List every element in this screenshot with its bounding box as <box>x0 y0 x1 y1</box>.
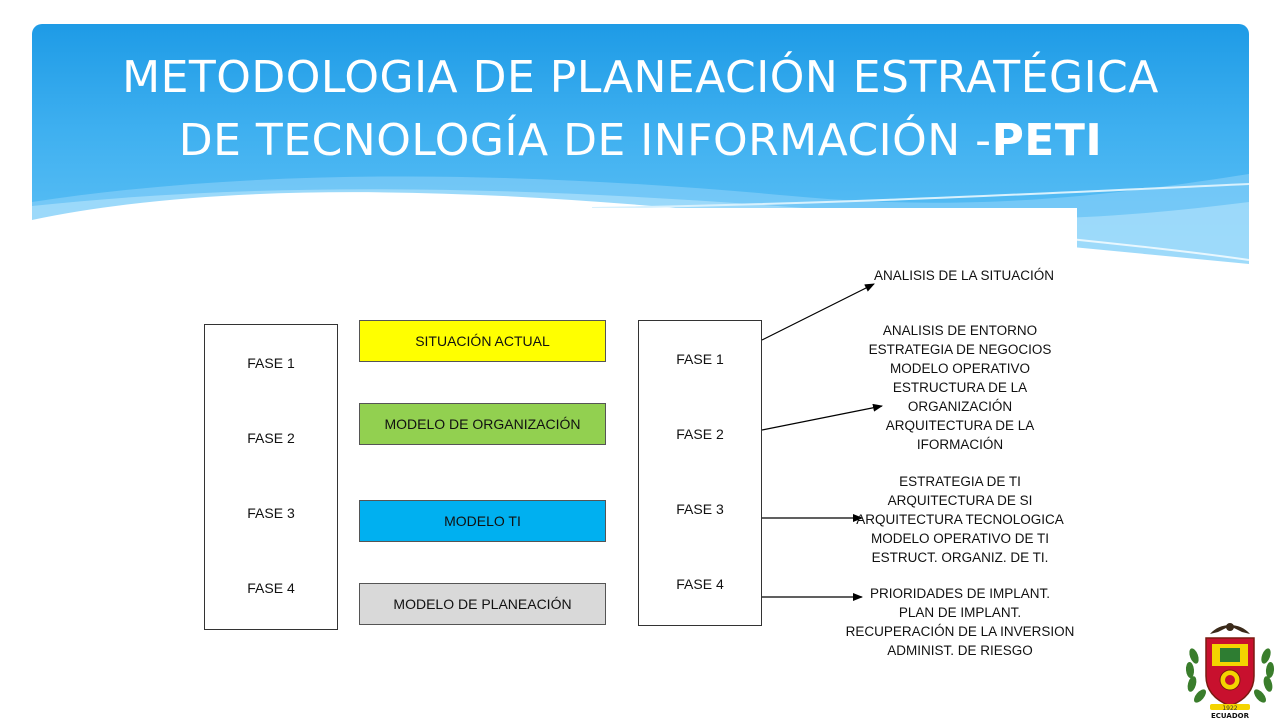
desc-line: ORGANIZACIÓN <box>907 399 1013 414</box>
desc-line: PRIORIDADES DE IMPLANT. <box>869 586 1051 601</box>
desc-line: ESTRATEGIA DE NEGOCIOS <box>868 342 1052 357</box>
title-line-2-text: DE TECNOLOGÍA DE INFORMACIÓN - <box>178 115 992 166</box>
model-label: MODELO DE PLANEACIÓN <box>393 596 572 612</box>
model-label: MODELO DE ORGANIZACIÓN <box>384 416 581 432</box>
model-planeacion: MODELO DE PLANEACIÓN <box>359 583 606 625</box>
desc-line: IFORMACIÓN <box>916 437 1004 452</box>
desc-fase3: ESTRATEGIA DE TI ARQUITECTURA DE SI ARQU… <box>844 472 1076 567</box>
arrow-fase2 <box>761 403 883 431</box>
emblem-year: 1922 <box>1222 705 1237 712</box>
desc-line: ANALISIS DE ENTORNO <box>882 323 1038 338</box>
model-label: SITUACIÓN ACTUAL <box>415 333 550 349</box>
desc-line: MODELO OPERATIVO DE TI <box>870 531 1050 546</box>
desc-line: ARQUITECTURA DE SI <box>887 493 1033 508</box>
right-phase-2: FASE 2 <box>676 426 724 442</box>
desc-line: ARQUITECTURA DE LA <box>885 418 1035 433</box>
emblem-country: ECUADOR <box>1211 712 1250 720</box>
ecuador-crest-emblem: 1922 ECUADOR <box>1185 623 1275 720</box>
right-phase-3: FASE 3 <box>676 501 724 517</box>
model-situacion-actual: SITUACIÓN ACTUAL <box>359 320 606 362</box>
desc-line: PLAN DE IMPLANT. <box>898 605 1022 620</box>
title-line-2: DE TECNOLOGÍA DE INFORMACIÓN -PETI <box>32 109 1249 172</box>
peti-diagram: FASE 1 FASE 2 FASE 3 FASE 4 SITUACIÓN AC… <box>186 208 1077 678</box>
right-phase-4: FASE 4 <box>676 576 724 592</box>
model-label: MODELO TI <box>444 513 521 529</box>
left-phase-4: FASE 4 <box>247 580 295 596</box>
title-line-1: METODOLOGIA DE PLANEACIÓN ESTRATÉGICA <box>122 52 1159 103</box>
arrow-fase1 <box>761 283 875 341</box>
right-phases-box: FASE 1 FASE 2 FASE 3 FASE 4 <box>638 320 762 626</box>
left-phase-3: FASE 3 <box>247 505 295 521</box>
connector-arrows <box>761 283 883 601</box>
desc-fase1: ANALISIS DE LA SITUACIÓN <box>854 266 1074 285</box>
page-title: METODOLOGIA DE PLANEACIÓN ESTRATÉGICA DE… <box>32 46 1249 172</box>
right-phase-1: FASE 1 <box>676 351 724 367</box>
desc-line: ESTRUCT. ORGANIZ. DE TI. <box>871 550 1049 565</box>
title-acronym: PETI <box>991 115 1103 166</box>
desc-line: ADMINIST. DE RIESGO <box>887 643 1033 658</box>
model-organizacion: MODELO DE ORGANIZACIÓN <box>359 403 606 445</box>
desc-line: ANALISIS DE LA SITUACIÓN <box>873 268 1055 283</box>
left-phase-1: FASE 1 <box>247 355 295 371</box>
desc-fase4: PRIORIDADES DE IMPLANT. PLAN DE IMPLANT.… <box>844 584 1076 660</box>
desc-fase2: ANALISIS DE ENTORNO ESTRATEGIA DE NEGOCI… <box>844 321 1076 454</box>
left-phase-2: FASE 2 <box>247 430 295 446</box>
desc-line: ARQUITECTURA TECNOLOGICA <box>856 512 1064 527</box>
desc-line: ESTRUCTURA DE LA <box>892 380 1028 395</box>
desc-line: RECUPERACIÓN DE LA INVERSION <box>845 624 1075 639</box>
model-ti: MODELO TI <box>359 500 606 542</box>
desc-line: ESTRATEGIA DE TI <box>899 474 1021 489</box>
desc-line: MODELO OPERATIVO <box>889 361 1031 376</box>
left-phases-box: FASE 1 FASE 2 FASE 3 FASE 4 <box>204 324 338 630</box>
